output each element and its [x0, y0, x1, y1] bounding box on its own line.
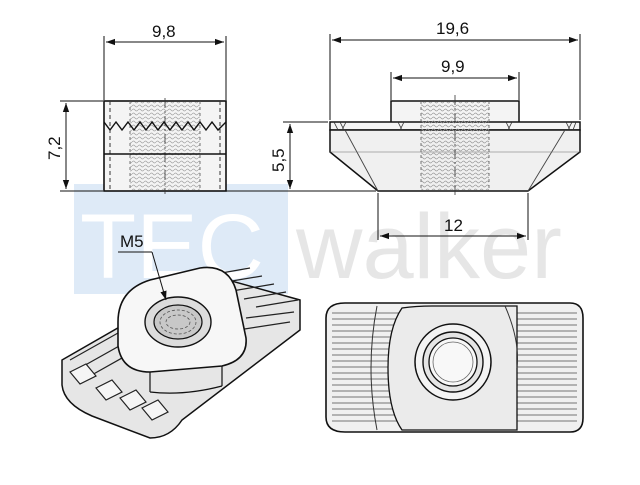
- thread-label: M5: [120, 232, 144, 251]
- top-view: [325, 302, 584, 433]
- dim-side-top-width-label: 9,9: [441, 57, 465, 76]
- watermark: TEC walker: [74, 184, 562, 298]
- dim-front-height-label: 7,2: [45, 136, 64, 160]
- watermark-walker: walker: [295, 196, 562, 298]
- dim-front-height: 7,2: [45, 103, 70, 189]
- dim-side-width-label: 19,6: [436, 19, 469, 38]
- iso-grooves: [69, 267, 299, 421]
- dim-side-height: 5,5: [269, 124, 294, 189]
- dim-side-bottom-width: 12: [380, 216, 526, 240]
- dim-side-height-label: 5,5: [269, 148, 288, 172]
- dim-side-width: 19,6: [332, 19, 578, 44]
- dim-side-bottom-width-label: 12: [444, 216, 463, 235]
- isometric-view: M5: [61, 232, 301, 439]
- dim-side-top-width: 9,9: [393, 57, 517, 82]
- front-view-serration: [103, 120, 227, 132]
- side-view: [226, 34, 581, 240]
- dim-front-width-label: 9,8: [152, 22, 176, 41]
- top-view-grooves-right: [517, 308, 577, 426]
- dim-front-width: 9,8: [106, 22, 224, 46]
- top-view-hole-inner: [428, 337, 478, 387]
- front-view: [60, 36, 227, 194]
